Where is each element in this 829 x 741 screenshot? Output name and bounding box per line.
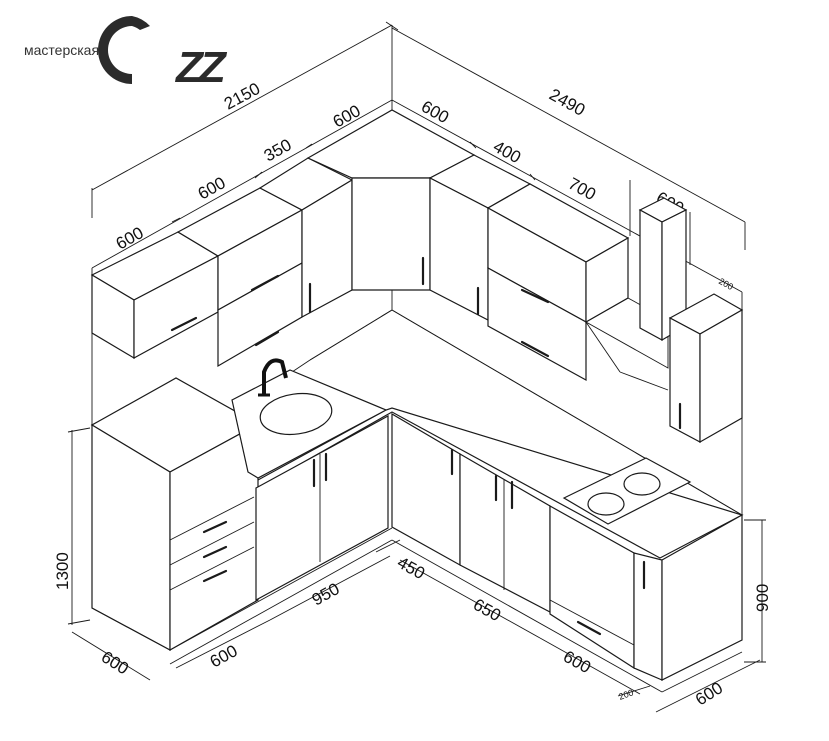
plinth-lines [91,527,743,693]
logo-prefix-text: мастерская [24,42,99,58]
base-cabinet-right-double [459,452,551,613]
upper-cabinet-right-2 [486,183,630,382]
logo-o-mark [98,16,150,84]
tall-left-unit [90,377,260,652]
base-cabinet-end [633,513,743,681]
cooktop [562,457,692,525]
wall-dimension-lines [91,21,746,250]
dim-total-height-label: 1300 [53,552,72,590]
dim-upper-corner-left-label: 600 [330,101,364,131]
dim-wall-left-label: 2150 [221,79,263,114]
dim-upper-left-2-label: 600 [195,173,229,203]
dim-upper-corner-right-label: 600 [418,97,452,127]
upper-cabinet-left-2 [176,187,304,368]
sink [231,358,388,479]
upper-cabinet-right-tall-narrow [638,197,688,342]
tall-left-unit-drawers [169,496,255,591]
upper-cabinet-left-1 [90,231,220,360]
dim-counter-height-label: 900 [753,584,772,612]
floor-dimension-lines [71,539,761,713]
dim-base-right-2-label: 600 [560,647,594,677]
dim-upper-left-3-label: 350 [261,135,295,165]
dim-base-right-1-label: 650 [470,595,504,625]
upper-cabinet-right-1 [428,154,532,321]
dim-wall-right-label: 2490 [546,85,588,120]
logo-suffix-text: ZZ [174,43,228,92]
dim-base-depth-right-label: 600 [692,678,726,709]
logo: мастерская ZZ [24,16,232,92]
upper-left-dimension-line [91,99,393,269]
dim-base-depth-left-label: 600 [98,647,132,678]
dim-upper-right-1-label: 400 [490,137,524,167]
dim-base-depth-front-label: 600 [207,641,241,671]
dim-upper-left-1-label: 600 [113,223,147,253]
dim-base-right-small-label: 200 [617,687,635,702]
base-cabinet-sink [255,414,389,602]
dim-upper-right-small-label: 200 [717,276,735,292]
dim-upper-right-2-label: 700 [565,174,599,204]
upper-cabinet-right-end [668,293,744,444]
vertical-dimension-left [67,427,91,625]
